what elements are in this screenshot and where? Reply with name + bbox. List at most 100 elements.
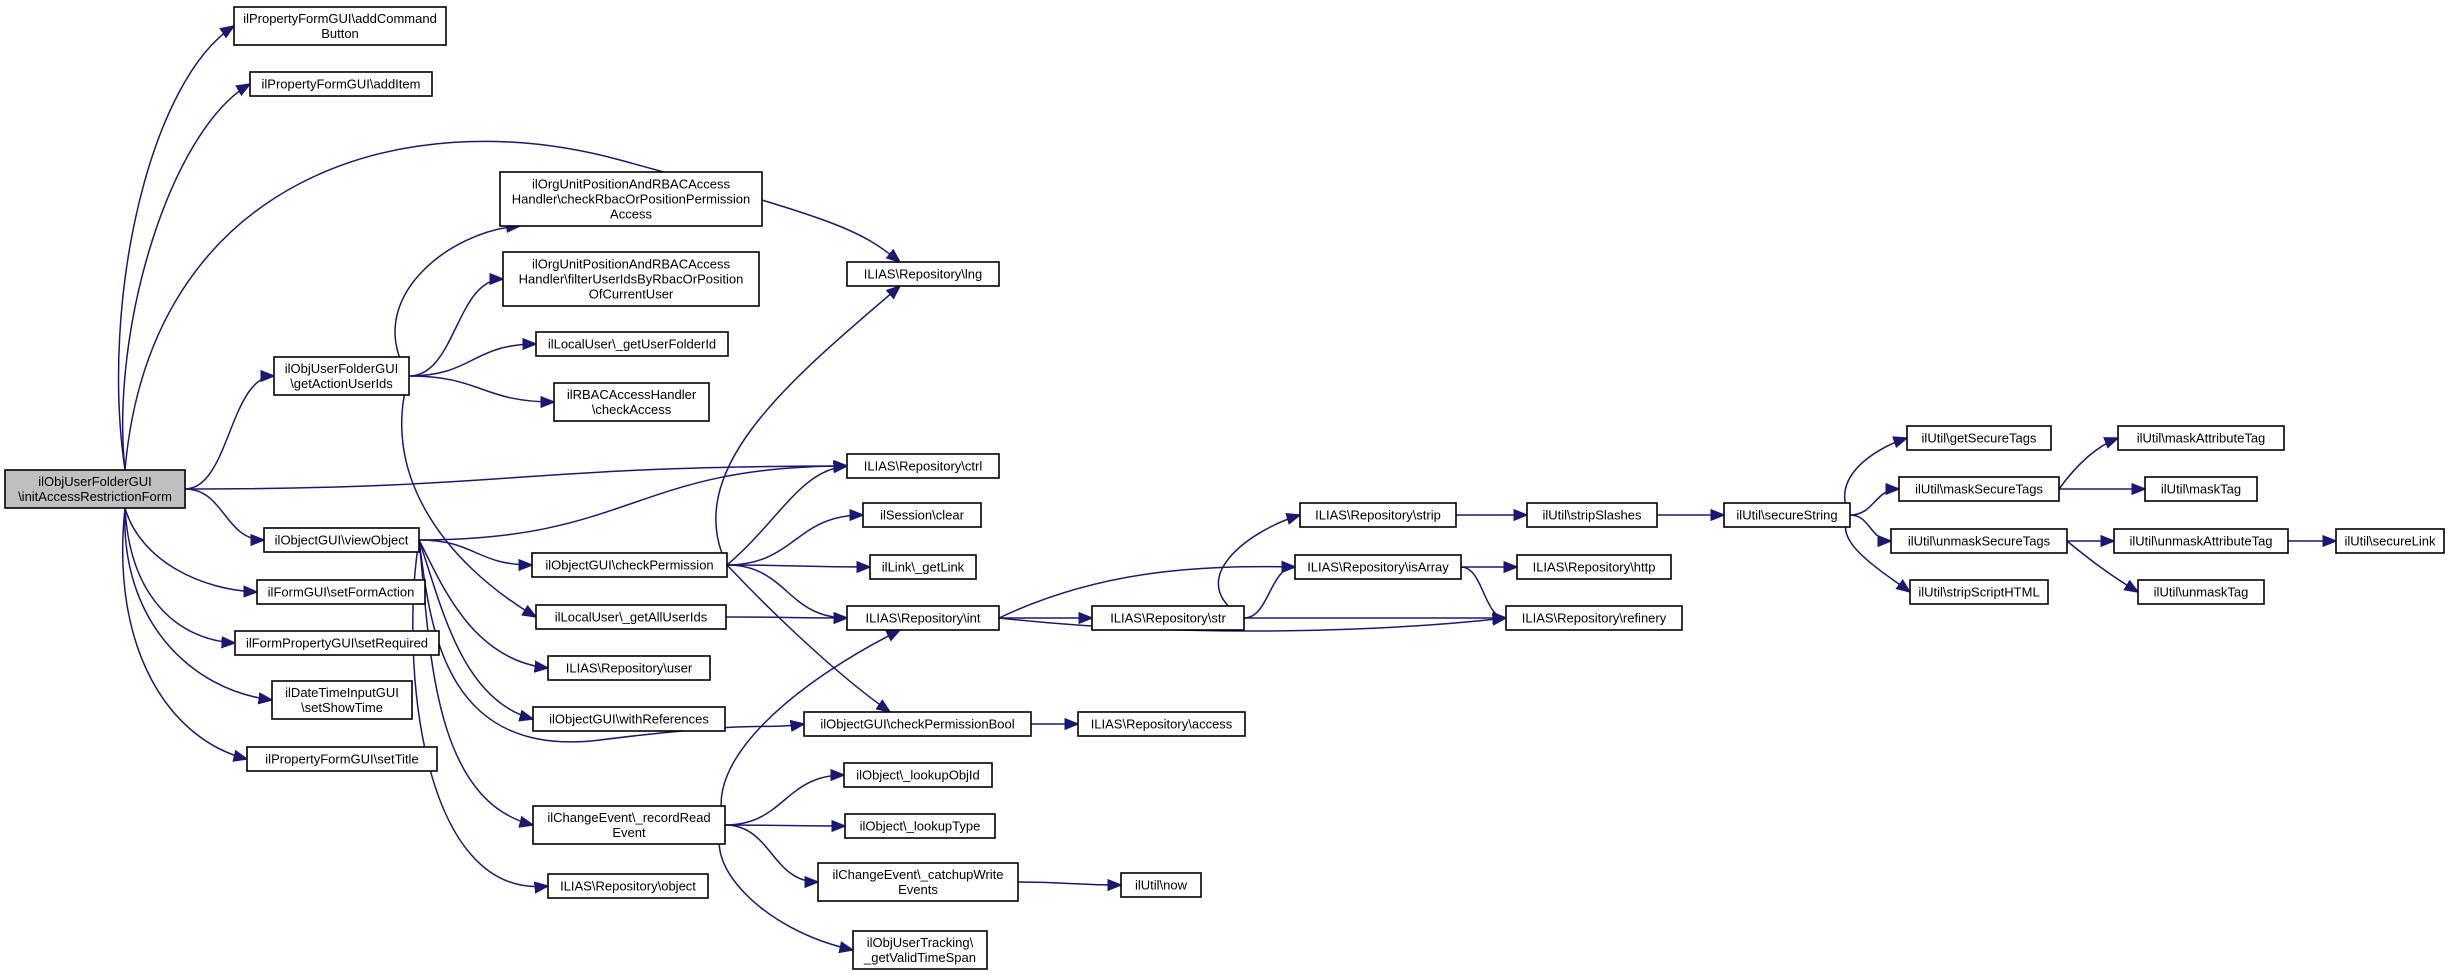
node-label: ilSession\clear	[880, 508, 964, 523]
node-label: ilUtil\maskAttributeTag	[2137, 431, 2266, 446]
edge-unmaskSecureTags-to-unmaskTag	[2066, 540, 2138, 592]
node-box	[535, 604, 727, 630]
edge-root-to-setRequired	[124, 507, 235, 643]
edges-layer	[117, 26, 2336, 950]
node-label: ilUtil\maskTag	[2161, 482, 2241, 497]
node-http[interactable]: ILIAS\Repository\http	[1516, 554, 1672, 580]
edge-secureString-to-unmaskSecureTags	[1849, 514, 1892, 541]
node-refinery[interactable]: ILIAS\Repository\refinery	[1505, 605, 1683, 631]
node-filterUser[interactable]: ilOrgUnitPositionAndRBACAccessHandler\fi…	[502, 251, 760, 307]
node-object[interactable]: ILIAS\Repository\object	[547, 873, 709, 899]
node-box	[2117, 425, 2285, 451]
edge-getAllUserIds-to-int	[725, 617, 847, 618]
node-stripScriptHTML[interactable]: ilUtil\stripScriptHTML	[1909, 579, 2049, 605]
node-box	[535, 331, 729, 357]
edge-catchup-to-now	[1017, 882, 1121, 885]
edge-root-to-setTitle	[121, 507, 247, 759]
edge-getActionUserIds-to-rbacCheck	[408, 375, 554, 402]
node-ctrl[interactable]: ILIAS\Repository\ctrl	[846, 453, 1000, 479]
node-box	[1890, 528, 2068, 554]
node-access[interactable]: ILIAS\Repository\access	[1077, 711, 1246, 737]
node-box	[531, 552, 728, 578]
node-lookupObjId[interactable]: ilObject\_lookupObjId	[843, 762, 993, 788]
node-box	[1077, 711, 1246, 737]
node-maskTag[interactable]: ilUtil\maskTag	[2144, 476, 2258, 502]
node-user[interactable]: ILIAS\Repository\user	[547, 655, 711, 681]
node-maskSecureTags[interactable]: ilUtil\maskSecureTags	[1898, 476, 2060, 502]
node-label: ilUtil\stripSlashes	[1543, 508, 1642, 523]
node-lookupType[interactable]: ilObject\_lookupType	[844, 813, 996, 839]
edge-root-to-viewObject	[184, 488, 264, 540]
node-label: \setShowTime	[301, 700, 383, 715]
node-unmaskAttributeTag[interactable]: ilUtil\unmaskAttributeTag	[2113, 528, 2289, 554]
node-box	[273, 356, 410, 396]
node-box	[234, 630, 440, 656]
node-withReferences[interactable]: ilObjectGUI\withReferences	[532, 706, 726, 732]
node-box	[532, 805, 726, 845]
node-label: ILIAS\Repository\lng	[864, 267, 983, 282]
node-label: ilObjUserTracking\	[867, 935, 974, 950]
node-stripSlashes[interactable]: ilUtil\stripSlashes	[1526, 502, 1658, 528]
edge-getActionUserIds-to-checkRbac	[394, 226, 520, 377]
node-label: ilObjectGUI\checkPermissionBool	[820, 717, 1014, 732]
node-rbacCheck[interactable]: ilRBACAccessHandler\checkAccess	[553, 382, 710, 422]
node-box	[499, 171, 763, 227]
node-maskAttributeTag[interactable]: ilUtil\maskAttributeTag	[2117, 425, 2285, 451]
node-now[interactable]: ilUtil\now	[1120, 872, 1202, 898]
node-viewObject[interactable]: ilObjectGUI\viewObject	[263, 527, 420, 553]
node-label: ilDateTimeInputGUI	[285, 685, 399, 700]
node-checkPermBool[interactable]: ilObjectGUI\checkPermissionBool	[803, 711, 1032, 737]
node-getActionUserIds[interactable]: ilObjUserFolderGUI\getActionUserIds	[273, 356, 410, 396]
node-strip[interactable]: ILIAS\Repository\strip	[1299, 502, 1457, 528]
node-root[interactable]: ilObjUserFolderGUI\initAccessRestriction…	[4, 469, 186, 509]
node-label: Access	[610, 207, 652, 222]
node-sessionClear[interactable]: ilSession\clear	[862, 502, 982, 528]
node-label: ilUtil\unmaskTag	[2154, 585, 2249, 600]
edge-recordRead-to-int	[720, 630, 900, 826]
node-checkPermission[interactable]: ilObjectGUI\checkPermission	[531, 552, 728, 578]
node-setShowTime[interactable]: ilDateTimeInputGUI\setShowTime	[271, 680, 413, 720]
node-label: Event	[612, 825, 646, 840]
node-label: ilLocalUser\_getUserFolderId	[548, 337, 716, 352]
node-setRequired[interactable]: ilFormPropertyGUI\setRequired	[234, 630, 440, 656]
node-label: \getActionUserIds	[290, 376, 393, 391]
edge-root-to-addItem	[121, 84, 250, 471]
node-label: ilUtil\now	[1135, 878, 1188, 893]
edge-root-to-getActionUserIds	[184, 376, 274, 490]
node-label: ilUtil\getSecureTags	[1922, 431, 2037, 446]
edge-recordRead-to-lookupType	[724, 825, 845, 826]
node-label: ilPropertyFormGUI\addCommand	[243, 11, 437, 26]
node-setTitle[interactable]: ilPropertyFormGUI\setTitle	[246, 746, 438, 772]
node-box	[803, 711, 1032, 737]
node-label: ILIAS\Repository\int	[866, 611, 981, 626]
node-label: ilObjUserFolderGUI	[285, 361, 398, 376]
node-box	[4, 469, 186, 509]
node-getAllUserIds[interactable]: ilLocalUser\_getAllUserIds	[535, 604, 727, 630]
node-box	[1294, 554, 1462, 580]
node-getUserFolderId[interactable]: ilLocalUser\_getUserFolderId	[535, 331, 729, 357]
node-label: ilLocalUser\_getAllUserIds	[555, 610, 708, 625]
node-int[interactable]: ILIAS\Repository\int	[846, 605, 1000, 631]
node-label: _getValidTimeSpan	[863, 950, 976, 965]
node-label: ILIAS\Repository\isArray	[1307, 560, 1449, 575]
node-secureLink[interactable]: ilUtil\secureLink	[2335, 528, 2445, 554]
node-unmaskTag[interactable]: ilUtil\unmaskTag	[2137, 579, 2265, 605]
node-str[interactable]: ILIAS\Repository\str	[1091, 605, 1245, 631]
edge-str-to-strip	[1217, 515, 1300, 619]
node-getLink[interactable]: ilLink\_getLink	[869, 554, 977, 580]
node-checkRbac[interactable]: ilOrgUnitPositionAndRBACAccessHandler\ch…	[499, 171, 763, 227]
node-getValidTimeSpan[interactable]: ilObjUserTracking\_getValidTimeSpan	[852, 930, 988, 970]
edge-viewObject-to-ctrl	[418, 466, 847, 541]
node-setFormAction[interactable]: ilFormGUI\setFormAction	[256, 579, 426, 605]
edge-viewObject-to-recordRead	[418, 539, 533, 825]
node-getSecureTags[interactable]: ilUtil\getSecureTags	[1906, 425, 2052, 451]
node-unmaskSecureTags[interactable]: ilUtil\unmaskSecureTags	[1890, 528, 2068, 554]
node-label: ilChangeEvent\_recordRead	[547, 810, 710, 825]
node-lng[interactable]: ILIAS\Repository\lng	[846, 261, 1000, 287]
node-addItem[interactable]: ilPropertyFormGUI\addItem	[249, 71, 433, 97]
node-secureString[interactable]: ilUtil\secureString	[1723, 502, 1851, 528]
node-isArray[interactable]: ILIAS\Repository\isArray	[1294, 554, 1462, 580]
